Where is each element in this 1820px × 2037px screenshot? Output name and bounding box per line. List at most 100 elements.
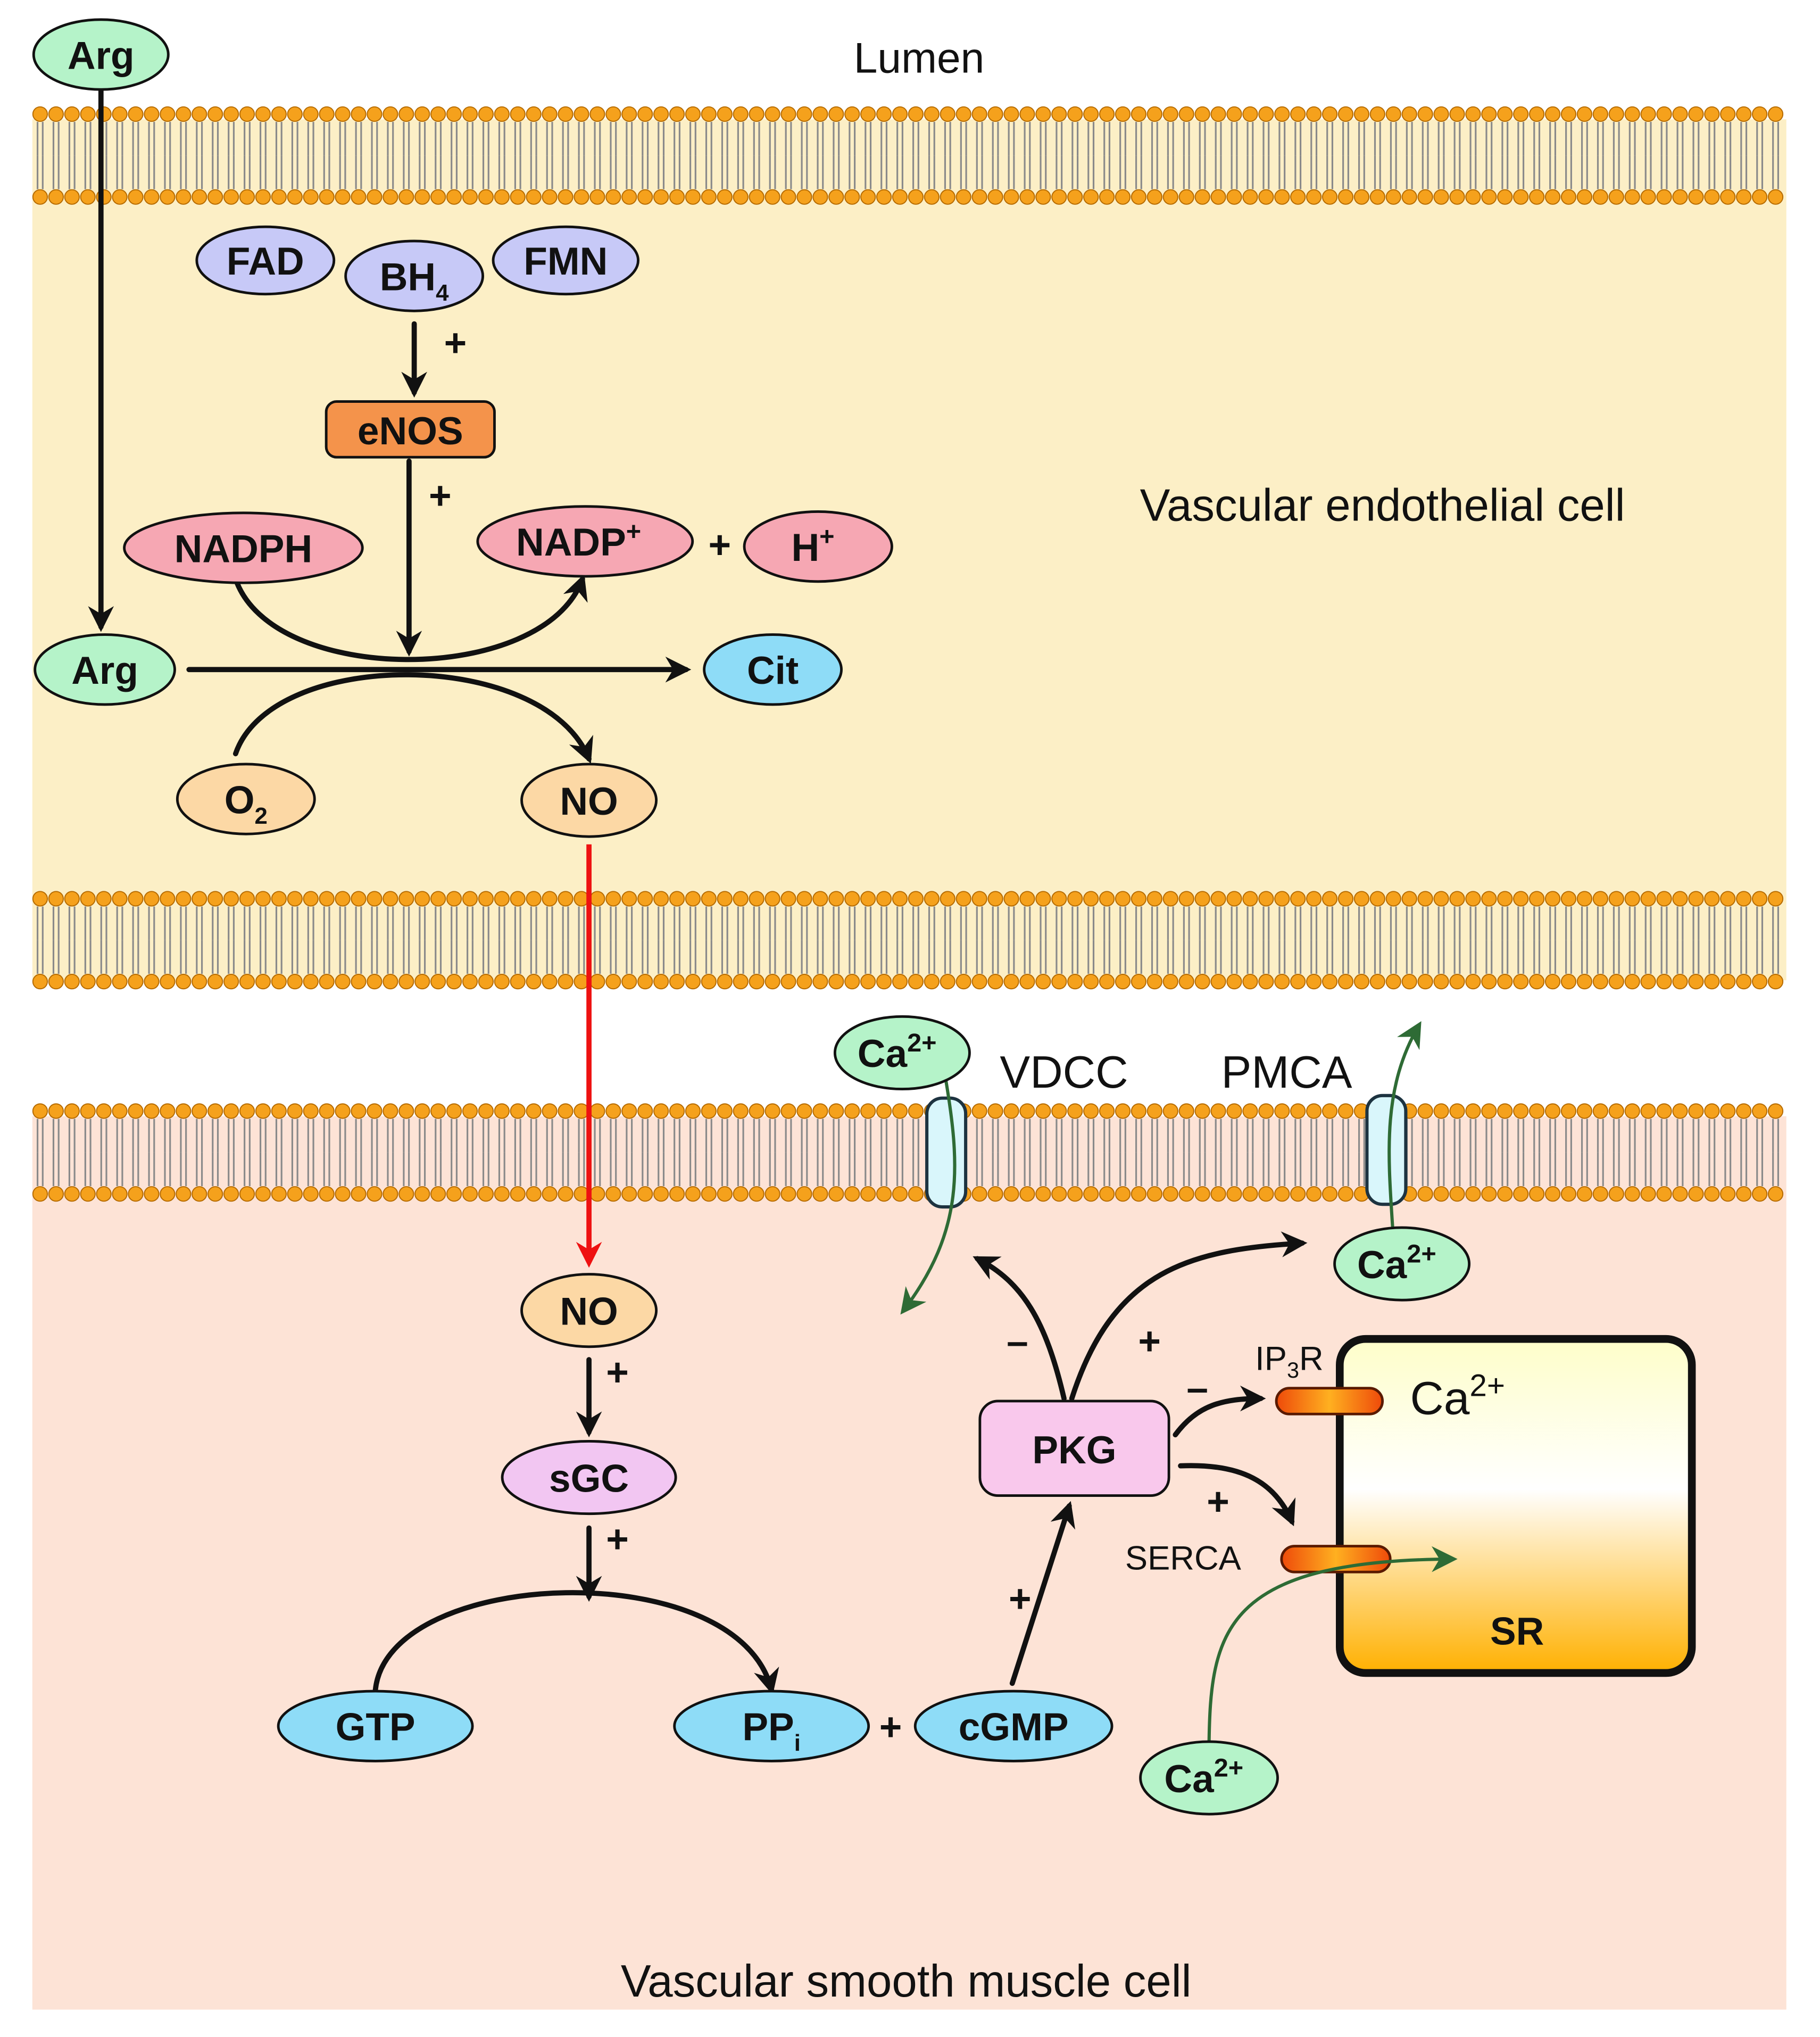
lipid-head [255,1103,271,1119]
lipid-head [717,891,733,907]
lipid-head [1258,1186,1274,1202]
lipid-head [1290,1103,1306,1119]
lipid-head [1306,1103,1322,1119]
lipid-head [48,1103,64,1119]
lipid-head [526,974,542,990]
lipid-head [112,891,128,907]
lipid-head [1337,891,1354,907]
lipid-head [844,189,860,205]
lipid-head [462,1103,478,1119]
lipid-head [1083,1103,1099,1119]
ca-pmca-node [1333,1226,1471,1302]
lipid-head [701,189,717,205]
lipid-head [876,974,892,990]
lipid-head [1544,1103,1561,1119]
lipid-head [1353,106,1370,122]
lipid-head [335,189,351,205]
lipid-head [1720,106,1736,122]
lipid-head [621,106,637,122]
lipid-head [685,1103,701,1119]
lipid-head [669,891,685,907]
nadp-node [476,505,694,578]
cgmp-node [913,1690,1113,1762]
lipid-head [1767,891,1784,907]
lipid-head [685,974,701,990]
lipid-head [1624,189,1640,205]
lipid-head [924,106,940,122]
lipid-head [1083,106,1099,122]
cit-label: Cit [747,649,799,692]
lipid-head [1624,1186,1640,1202]
lipid-head [1306,974,1322,990]
lipid-head [1337,1186,1354,1202]
lipid-head [80,1186,96,1202]
lipid-head [1624,891,1640,907]
lipid-head [383,189,398,205]
lipid-head [892,106,908,122]
lipid-head [637,1103,653,1119]
lipid-head [749,1103,764,1119]
lipid-head [494,189,510,205]
lipid-head [32,891,48,907]
lipid-head [1115,189,1131,205]
lipid-head [1322,891,1338,907]
lipid-head [144,891,160,907]
lipid-head [414,974,430,990]
lipid-head [605,891,621,907]
lipid-head [383,106,398,122]
lipid-head [1369,106,1385,122]
lipid-head [1258,189,1274,205]
lipid-head [192,1186,207,1202]
lipid-head [1449,106,1465,122]
lipid-head [1067,1186,1083,1202]
lipid-head [1035,1186,1051,1202]
lipid-head [1035,189,1051,205]
lipid-head [1115,891,1131,907]
lipid-head [812,106,828,122]
lipid-head [1449,891,1465,907]
lipid-head [32,974,48,990]
lipid-head [1322,1103,1338,1119]
o2-label: O2 [225,779,268,829]
lipid-head [1767,974,1784,990]
lipid-head [1752,974,1768,990]
lipid-head [749,891,764,907]
lipid-head [1067,189,1083,205]
sign-pkg-ip3r: – [1186,1367,1208,1410]
lipid-head [764,1186,780,1202]
lipid-head [955,974,971,990]
lipid-head [1099,189,1115,205]
lipid-head [1115,974,1131,990]
lipid-head [160,189,176,205]
lipid-head [414,189,430,205]
lipid-head [319,974,335,990]
lipid-head [64,974,80,990]
lipid-head [430,106,446,122]
sign-no-sgc: + [606,1351,629,1394]
lipid-head [303,891,319,907]
lipid-head [733,974,749,990]
lipid-head [605,974,621,990]
lipid-head [1353,189,1370,205]
lipid-head [1704,974,1720,990]
lipid-head [796,106,812,122]
lipid-head [1369,189,1385,205]
lipid-head [462,891,478,907]
lipid-head [701,974,717,990]
lipid-head [1608,1186,1624,1202]
lipid-head [80,189,96,205]
lipid-head [1067,1103,1083,1119]
lipid-head [1529,891,1545,907]
lipid-head [892,974,908,990]
lipid-head [1337,106,1354,122]
lipid-head [621,974,637,990]
lipid-head [1099,1103,1115,1119]
ppi-node [673,1690,870,1762]
fmn-node [492,225,639,296]
lipid-head [1433,1186,1449,1202]
lipid-head [844,1103,860,1119]
lipid-head [1242,1186,1258,1202]
lipid-head [1481,189,1497,205]
lipid-head [64,1186,80,1202]
lipid-head [1497,189,1513,205]
